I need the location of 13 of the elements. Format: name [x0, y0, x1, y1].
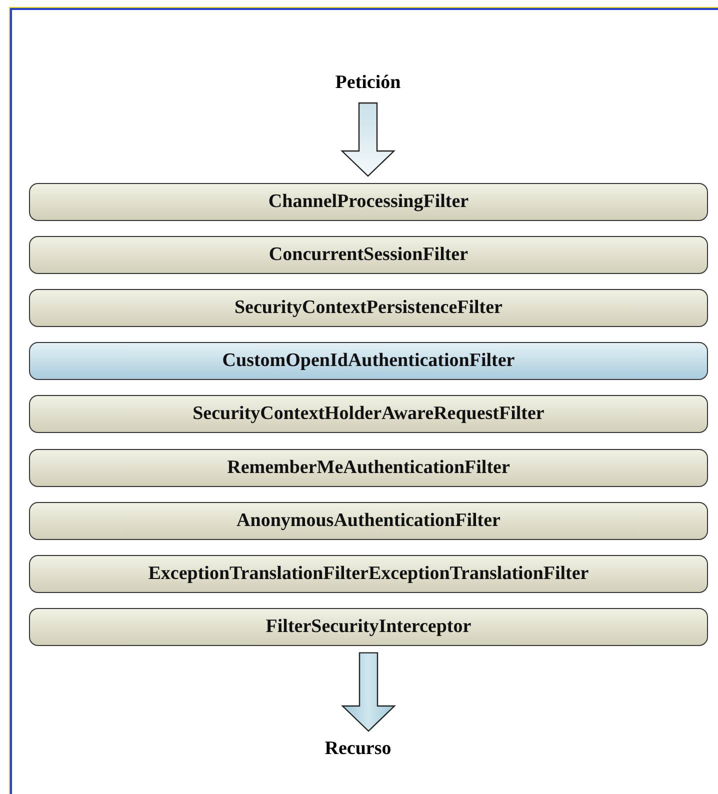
- filter-box: FilterSecurityInterceptor: [29, 608, 708, 646]
- flow-label: Petición: [335, 72, 401, 94]
- flow-label: Recurso: [324, 738, 392, 760]
- filter-box: ChannelProcessingFilter: [29, 183, 708, 221]
- highlighted-filter-box: CustomOpenIdAuthenticationFilter: [29, 342, 708, 380]
- filter-box: SecurityContextHolderAwareRequestFilter: [29, 395, 708, 434]
- filter-box: ExceptionTranslationFilterExceptionTranslationFilter: [29, 554, 708, 593]
- filter-box: RememberMeAuthenticationFilter: [29, 448, 708, 486]
- filter-box: AnonymousAuthenticationFilter: [29, 502, 708, 540]
- block-arrow: [341, 652, 396, 732]
- block-arrow: [340, 102, 396, 177]
- filter-box: SecurityContextPersistenceFilter: [29, 289, 708, 328]
- filter-box: ConcurrentSessionFilter: [29, 236, 708, 274]
